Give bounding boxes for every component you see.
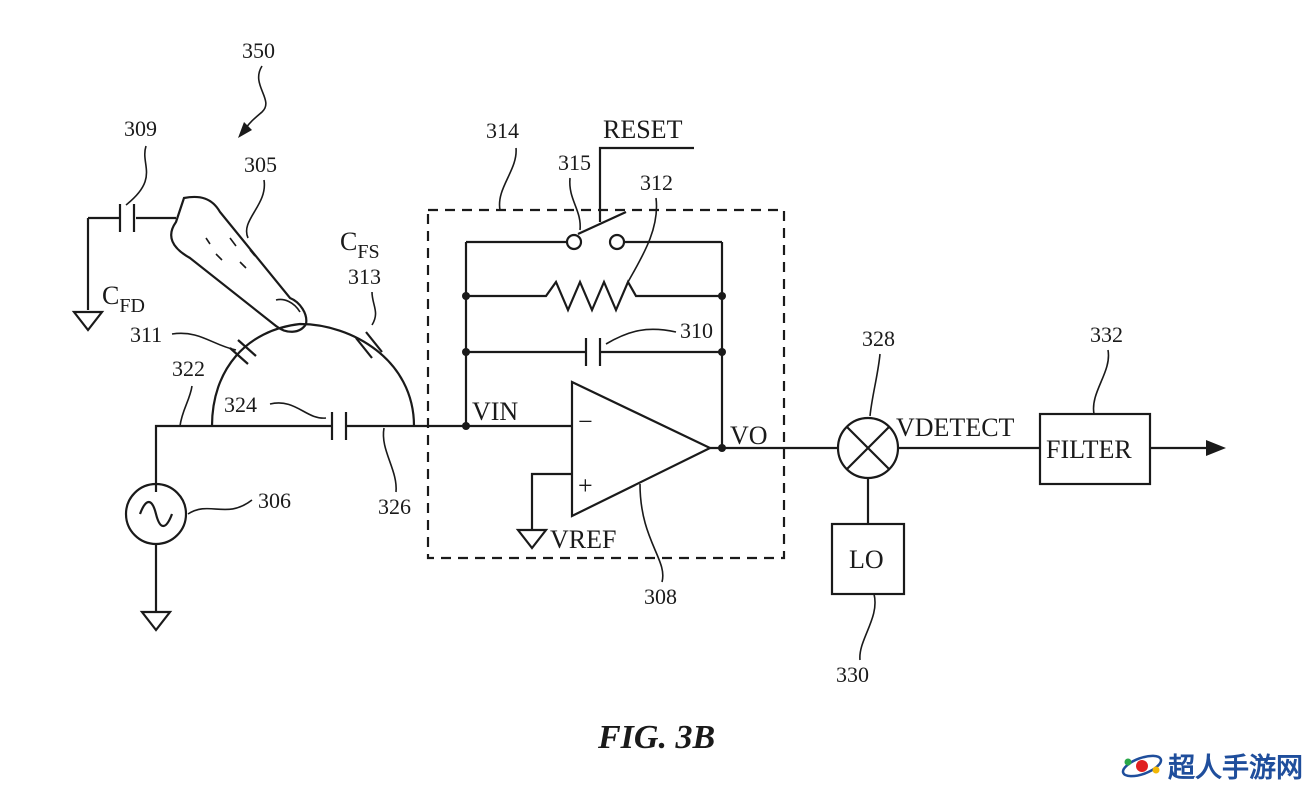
wire-source-top — [154, 424, 466, 492]
leader-332 — [1092, 349, 1110, 415]
leader-328 — [869, 353, 881, 417]
label-309: 309 — [124, 116, 157, 141]
amplifier-block-314 — [426, 208, 786, 560]
op-amp-minus: − — [578, 407, 593, 436]
junction-dot — [462, 348, 470, 356]
leader-311 — [171, 332, 237, 351]
label-vref: VREF — [550, 525, 616, 554]
arrow-350-icon — [238, 122, 252, 138]
label-332: 332 — [1090, 322, 1123, 347]
leader-306 — [187, 499, 253, 515]
leader-315 — [569, 177, 581, 231]
label-vo: VO — [730, 421, 768, 450]
lo-label: LO — [849, 545, 884, 574]
junction-dot — [718, 292, 726, 300]
label-vin: VIN — [472, 397, 518, 426]
label-330: 330 — [836, 662, 869, 687]
resistor-312 — [466, 279, 722, 313]
capacitor-311-plate-b — [237, 339, 257, 357]
reset-line — [598, 146, 694, 222]
op-amp-plus: + — [578, 471, 593, 500]
label-350: 350 — [242, 38, 275, 63]
label-324: 324 — [224, 392, 257, 417]
sine-wave-icon — [138, 500, 174, 528]
wire-plus-to-vref — [530, 472, 572, 530]
watermark-text: 超人手游网 — [1168, 753, 1303, 784]
finger-icon — [170, 195, 308, 333]
leader-314 — [498, 147, 517, 211]
mixer-cross-b — [846, 426, 890, 470]
label-312: 312 — [640, 170, 673, 195]
ground-cfd-icon — [71, 310, 105, 332]
op-amp-308 — [570, 380, 713, 518]
electrode-arc — [210, 322, 416, 427]
junction-dot — [462, 292, 470, 300]
junction-dot — [718, 348, 726, 356]
label-vdetect: VDETECT — [896, 413, 1015, 442]
capacitor-313-plate-a — [355, 337, 373, 359]
leader-324 — [269, 402, 327, 419]
leader-330 — [859, 593, 876, 661]
label-314: 314 — [486, 118, 519, 143]
switch-contact-left — [565, 233, 583, 251]
capacitor-311-plate-a — [229, 347, 249, 365]
label-305: 305 — [244, 152, 277, 177]
leader-309 — [125, 145, 148, 206]
wire-cfd — [86, 216, 176, 310]
label-cfd: CFD — [102, 281, 145, 317]
label-308: 308 — [644, 584, 677, 609]
figure-caption: FIG. 3B — [597, 719, 715, 756]
watermark-logo-icon — [1121, 754, 1163, 778]
leader-308 — [639, 483, 664, 583]
leader-326 — [382, 427, 397, 493]
leader-322 — [179, 385, 193, 427]
ground-vref-icon — [515, 528, 549, 550]
label-310: 310 — [680, 318, 713, 343]
ground-source-icon — [139, 610, 173, 632]
label-cfs: CFS — [340, 227, 380, 263]
label-313: 313 — [348, 264, 381, 289]
leader-350 — [245, 65, 267, 129]
label-328: 328 — [862, 326, 895, 351]
label-322: 322 — [172, 356, 205, 381]
output-arrow-icon — [1206, 440, 1226, 456]
filter-label: FILTER — [1046, 435, 1132, 464]
label-326: 326 — [378, 494, 411, 519]
label-reset: RESET — [603, 115, 683, 144]
label-306: 306 — [258, 488, 291, 513]
label-315: 315 — [558, 150, 591, 175]
capacitor-313-plate-b — [365, 331, 383, 353]
switch-blade — [577, 211, 627, 235]
lo-box — [830, 522, 906, 596]
leader-305 — [245, 179, 266, 239]
leader-313 — [371, 291, 377, 326]
leader-310 — [605, 328, 677, 345]
label-311: 311 — [130, 322, 162, 347]
leader-312 — [627, 197, 658, 283]
switch-contact-right — [608, 233, 626, 251]
